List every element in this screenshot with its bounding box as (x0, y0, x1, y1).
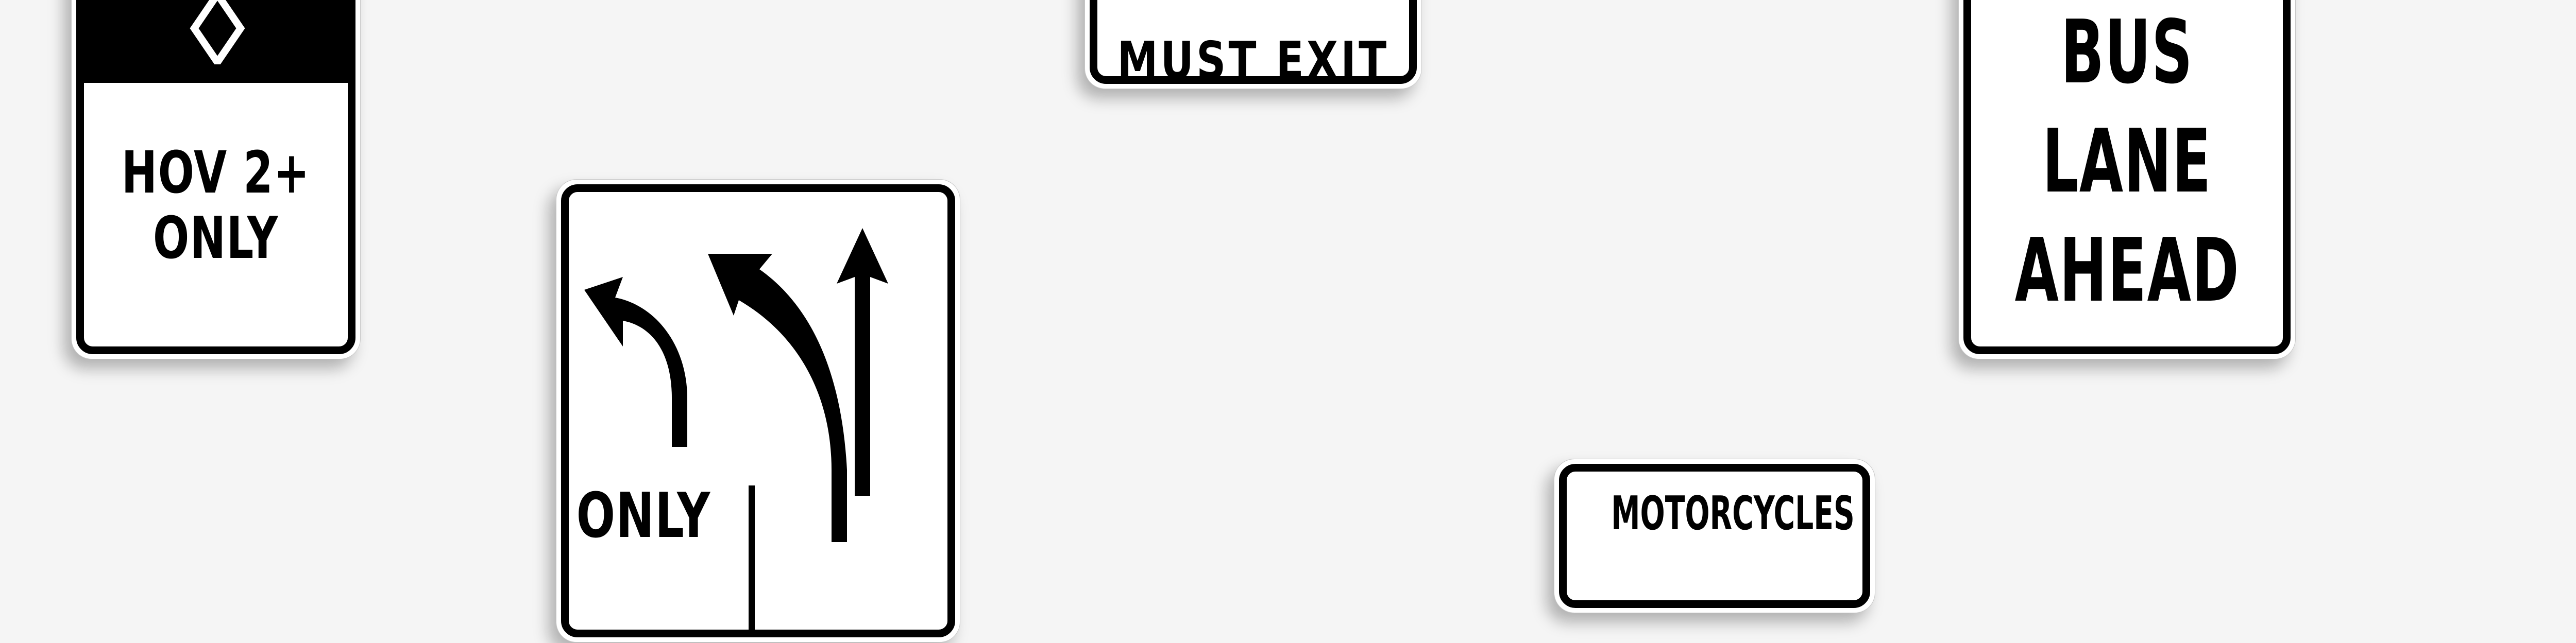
sign-motorcycles: MOTORCYCLES (1554, 459, 1875, 613)
sign-must-exit: MUST EXIT (1084, 0, 1422, 89)
sign-legend-lane: LANE (2042, 111, 2212, 213)
left-turn-arrow-icon (584, 277, 687, 447)
straight-arrow-icon (837, 228, 888, 496)
sign-legend-only: ONLY (576, 480, 711, 552)
sign-legend-bus: BUS (2061, 2, 2193, 103)
left-turn-arrow-icon (708, 254, 847, 542)
sign-legend-line-1: HOV 2+ (121, 140, 311, 206)
lane-divider-line (749, 485, 755, 630)
hov-diamond-icon (190, 0, 245, 64)
hov-header-band (84, 0, 348, 83)
sign-legend-ahead: AHEAD (2014, 220, 2240, 322)
sign-lane-use-control: ONLY (556, 179, 960, 642)
sign-legend-line-2: ONLY (152, 205, 279, 272)
sign-legend-motorcycles: MOTORCYCLES (1611, 486, 1855, 541)
sign-hov-2-plus-only: HOV 2+ ONLY (71, 0, 361, 359)
sign-bus-lane-ahead: BUS LANE AHEAD (1958, 0, 2296, 359)
sign-legend-must-exit: MUST EXIT (1117, 30, 1389, 84)
